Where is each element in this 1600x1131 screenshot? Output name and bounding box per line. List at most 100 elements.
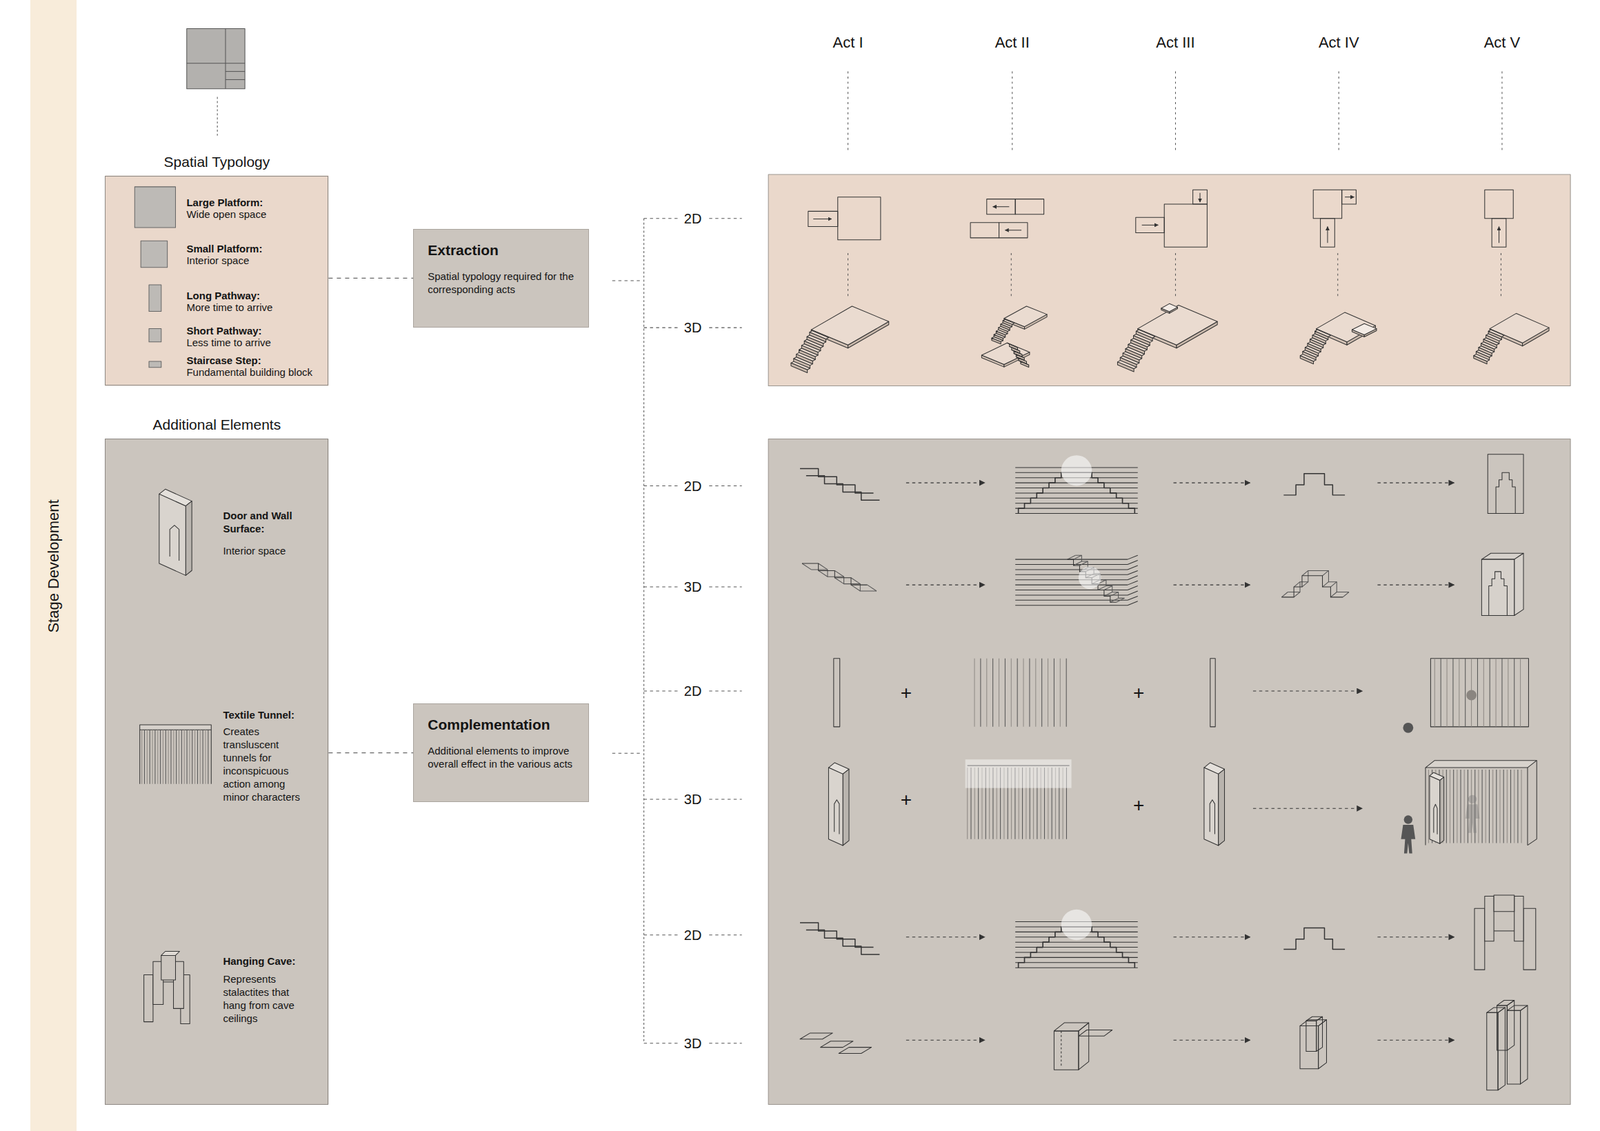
- textile-strip: [1510, 769, 1512, 844]
- direction-arrow: [1173, 482, 1251, 484]
- act-label: Act I: [833, 33, 864, 52]
- textile-strip: [1495, 769, 1497, 844]
- view-label: 2D: [682, 477, 705, 494]
- stair-riser: [1473, 355, 1487, 365]
- item-note: Less time to arrive: [186, 336, 272, 349]
- stair-riser: [1117, 362, 1134, 372]
- bracket-tick: [708, 327, 742, 329]
- plus-sign: +: [1133, 682, 1145, 705]
- textile-strip: [194, 729, 196, 784]
- direction-arrow: [1004, 229, 1022, 231]
- textile-strip: [1521, 769, 1523, 844]
- act-leader: [1011, 71, 1013, 152]
- textile-box-edge: [1527, 839, 1537, 846]
- stair-model: [834, 577, 844, 585]
- large-platform-icon: [134, 186, 176, 228]
- direction-arrow: [1173, 1040, 1251, 1041]
- leader-line: [217, 97, 218, 138]
- textile-strip: [202, 729, 204, 784]
- textile-strip: [181, 729, 183, 784]
- light-spot: [1061, 455, 1092, 486]
- cave-icon: [144, 975, 154, 1023]
- bracket-tick: [708, 1042, 742, 1044]
- textile-box-edge: [1526, 767, 1528, 845]
- illustration-group: [104, 28, 1571, 1105]
- bracket-tick: [644, 1042, 678, 1044]
- hump-model: [1293, 582, 1300, 587]
- textile-strip: [1440, 658, 1442, 727]
- textile-strip: [1434, 658, 1436, 727]
- plan-to-model-leader: [1337, 253, 1338, 296]
- pyramid-line: [1015, 564, 1128, 565]
- cave-pillar: [1523, 908, 1536, 970]
- act-label: Act IV: [1318, 33, 1360, 52]
- textile-strip: [1477, 769, 1479, 844]
- door-wall-icon: [185, 501, 192, 576]
- act-label: Act II: [995, 33, 1030, 52]
- platform-top: [1161, 303, 1178, 312]
- stair-riser: [791, 362, 808, 373]
- textile-strip: [154, 729, 156, 784]
- plus-sign: +: [1133, 794, 1145, 817]
- bracket-tick: [708, 798, 742, 800]
- item-note: More time to arrive: [186, 301, 273, 314]
- pyramid-line: [1015, 967, 1138, 969]
- pyramid-line: [1015, 600, 1128, 601]
- textile-strip: [1495, 658, 1497, 727]
- plan-platform: [1484, 189, 1514, 218]
- item-note: Represents stalactites that hang from ca…: [222, 972, 312, 1025]
- textile-strip: [1047, 658, 1049, 727]
- bracket-tick: [708, 586, 742, 588]
- door-wall-model: [842, 768, 849, 846]
- item-name: Textile Tunnel:: [222, 708, 312, 722]
- view-label: 2D: [682, 683, 705, 700]
- bracket-tick: [708, 934, 742, 936]
- direction-arrow: [1326, 226, 1328, 244]
- pyramid-line: [1015, 487, 1138, 489]
- hump-model: [1281, 591, 1288, 597]
- view-label: 3D: [682, 579, 705, 596]
- stair-model: [802, 563, 812, 570]
- stair-model: [811, 569, 877, 592]
- stair-model: [1067, 559, 1117, 603]
- plan-path: [808, 211, 838, 227]
- bracket-tick: [612, 753, 643, 754]
- flat-plate: [1078, 1029, 1113, 1036]
- hump-model: [1281, 575, 1343, 598]
- act-leader: [1175, 71, 1176, 152]
- plan-to-model-leader: [1175, 253, 1176, 296]
- door-wall-icon: [159, 493, 186, 576]
- figure-head: [1404, 815, 1413, 824]
- door-frame: [1487, 454, 1524, 514]
- cave-icon: [163, 981, 174, 983]
- pyramid-line: [1015, 604, 1128, 606]
- band-title: Stage Development: [44, 499, 63, 633]
- textile-strip: [1458, 658, 1460, 727]
- cave-pillar: [1474, 908, 1485, 970]
- plan-step: [1342, 189, 1357, 205]
- act-panel: [768, 438, 1571, 1105]
- textile-strip: [1452, 658, 1454, 727]
- cave-block: [1520, 1005, 1528, 1085]
- cave-block: [1300, 1026, 1319, 1069]
- step-hump: [1283, 927, 1345, 949]
- textile-strip: [1011, 658, 1012, 727]
- direction-arrow: [993, 206, 1010, 207]
- plan-path: [1320, 218, 1336, 247]
- pyramid-line: [1127, 595, 1138, 600]
- stair-model: [834, 570, 844, 577]
- textile-strip: [1460, 769, 1462, 844]
- act-leader: [847, 71, 849, 152]
- cave-icon: [161, 955, 176, 980]
- textile-post: [139, 729, 140, 784]
- plan-to-model-leader: [847, 253, 849, 296]
- arch-opening: [1488, 571, 1508, 616]
- stair-model: [851, 577, 860, 585]
- hump-model: [1293, 591, 1300, 597]
- textile-strip: [1482, 769, 1483, 844]
- textile-strip: [986, 658, 987, 727]
- stair-profile: [806, 475, 880, 501]
- textile-strip: [1489, 658, 1491, 727]
- textile-strip: [1456, 769, 1458, 844]
